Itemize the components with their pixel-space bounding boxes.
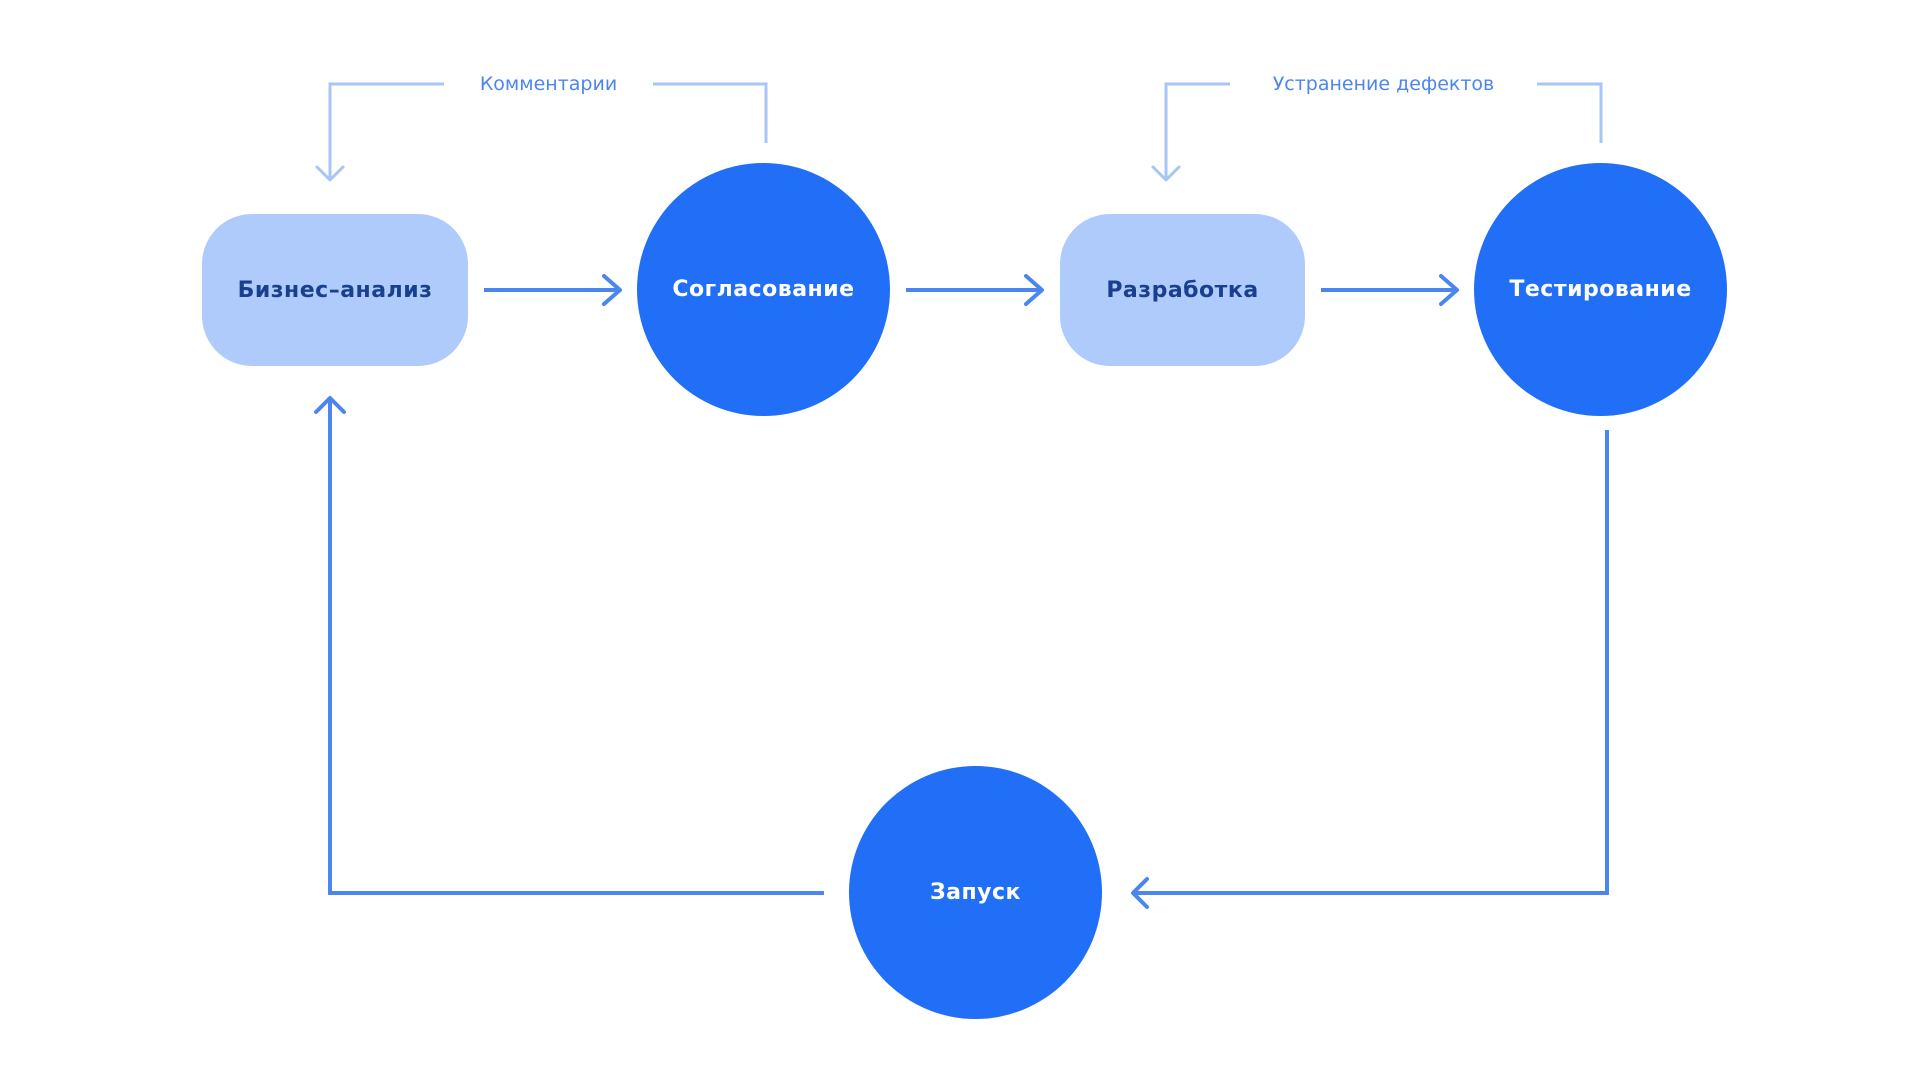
- node-testing: Тестирование: [1474, 163, 1727, 416]
- feedback-arrow-comments: [315, 82, 768, 182]
- feedback-label-defect-fixing: Устранение дефектов: [1272, 73, 1495, 95]
- node-development: Разработка: [1060, 214, 1305, 366]
- feedback-arrow-defect-fixing: [1151, 82, 1603, 182]
- arrow-testing-to-launch: [1131, 430, 1609, 909]
- arrow-development-to-testing: [1321, 274, 1459, 306]
- arrow-launch-to-analysis: [314, 396, 824, 895]
- node-approval: Согласование: [637, 163, 890, 416]
- node-launch: Запуск: [849, 766, 1102, 1019]
- arrow-analysis-to-approval: [484, 274, 622, 306]
- node-business-analysis: Бизнес–анализ: [202, 214, 468, 366]
- arrow-approval-to-development: [906, 274, 1044, 306]
- feedback-label-comments: Комментарии: [479, 73, 618, 95]
